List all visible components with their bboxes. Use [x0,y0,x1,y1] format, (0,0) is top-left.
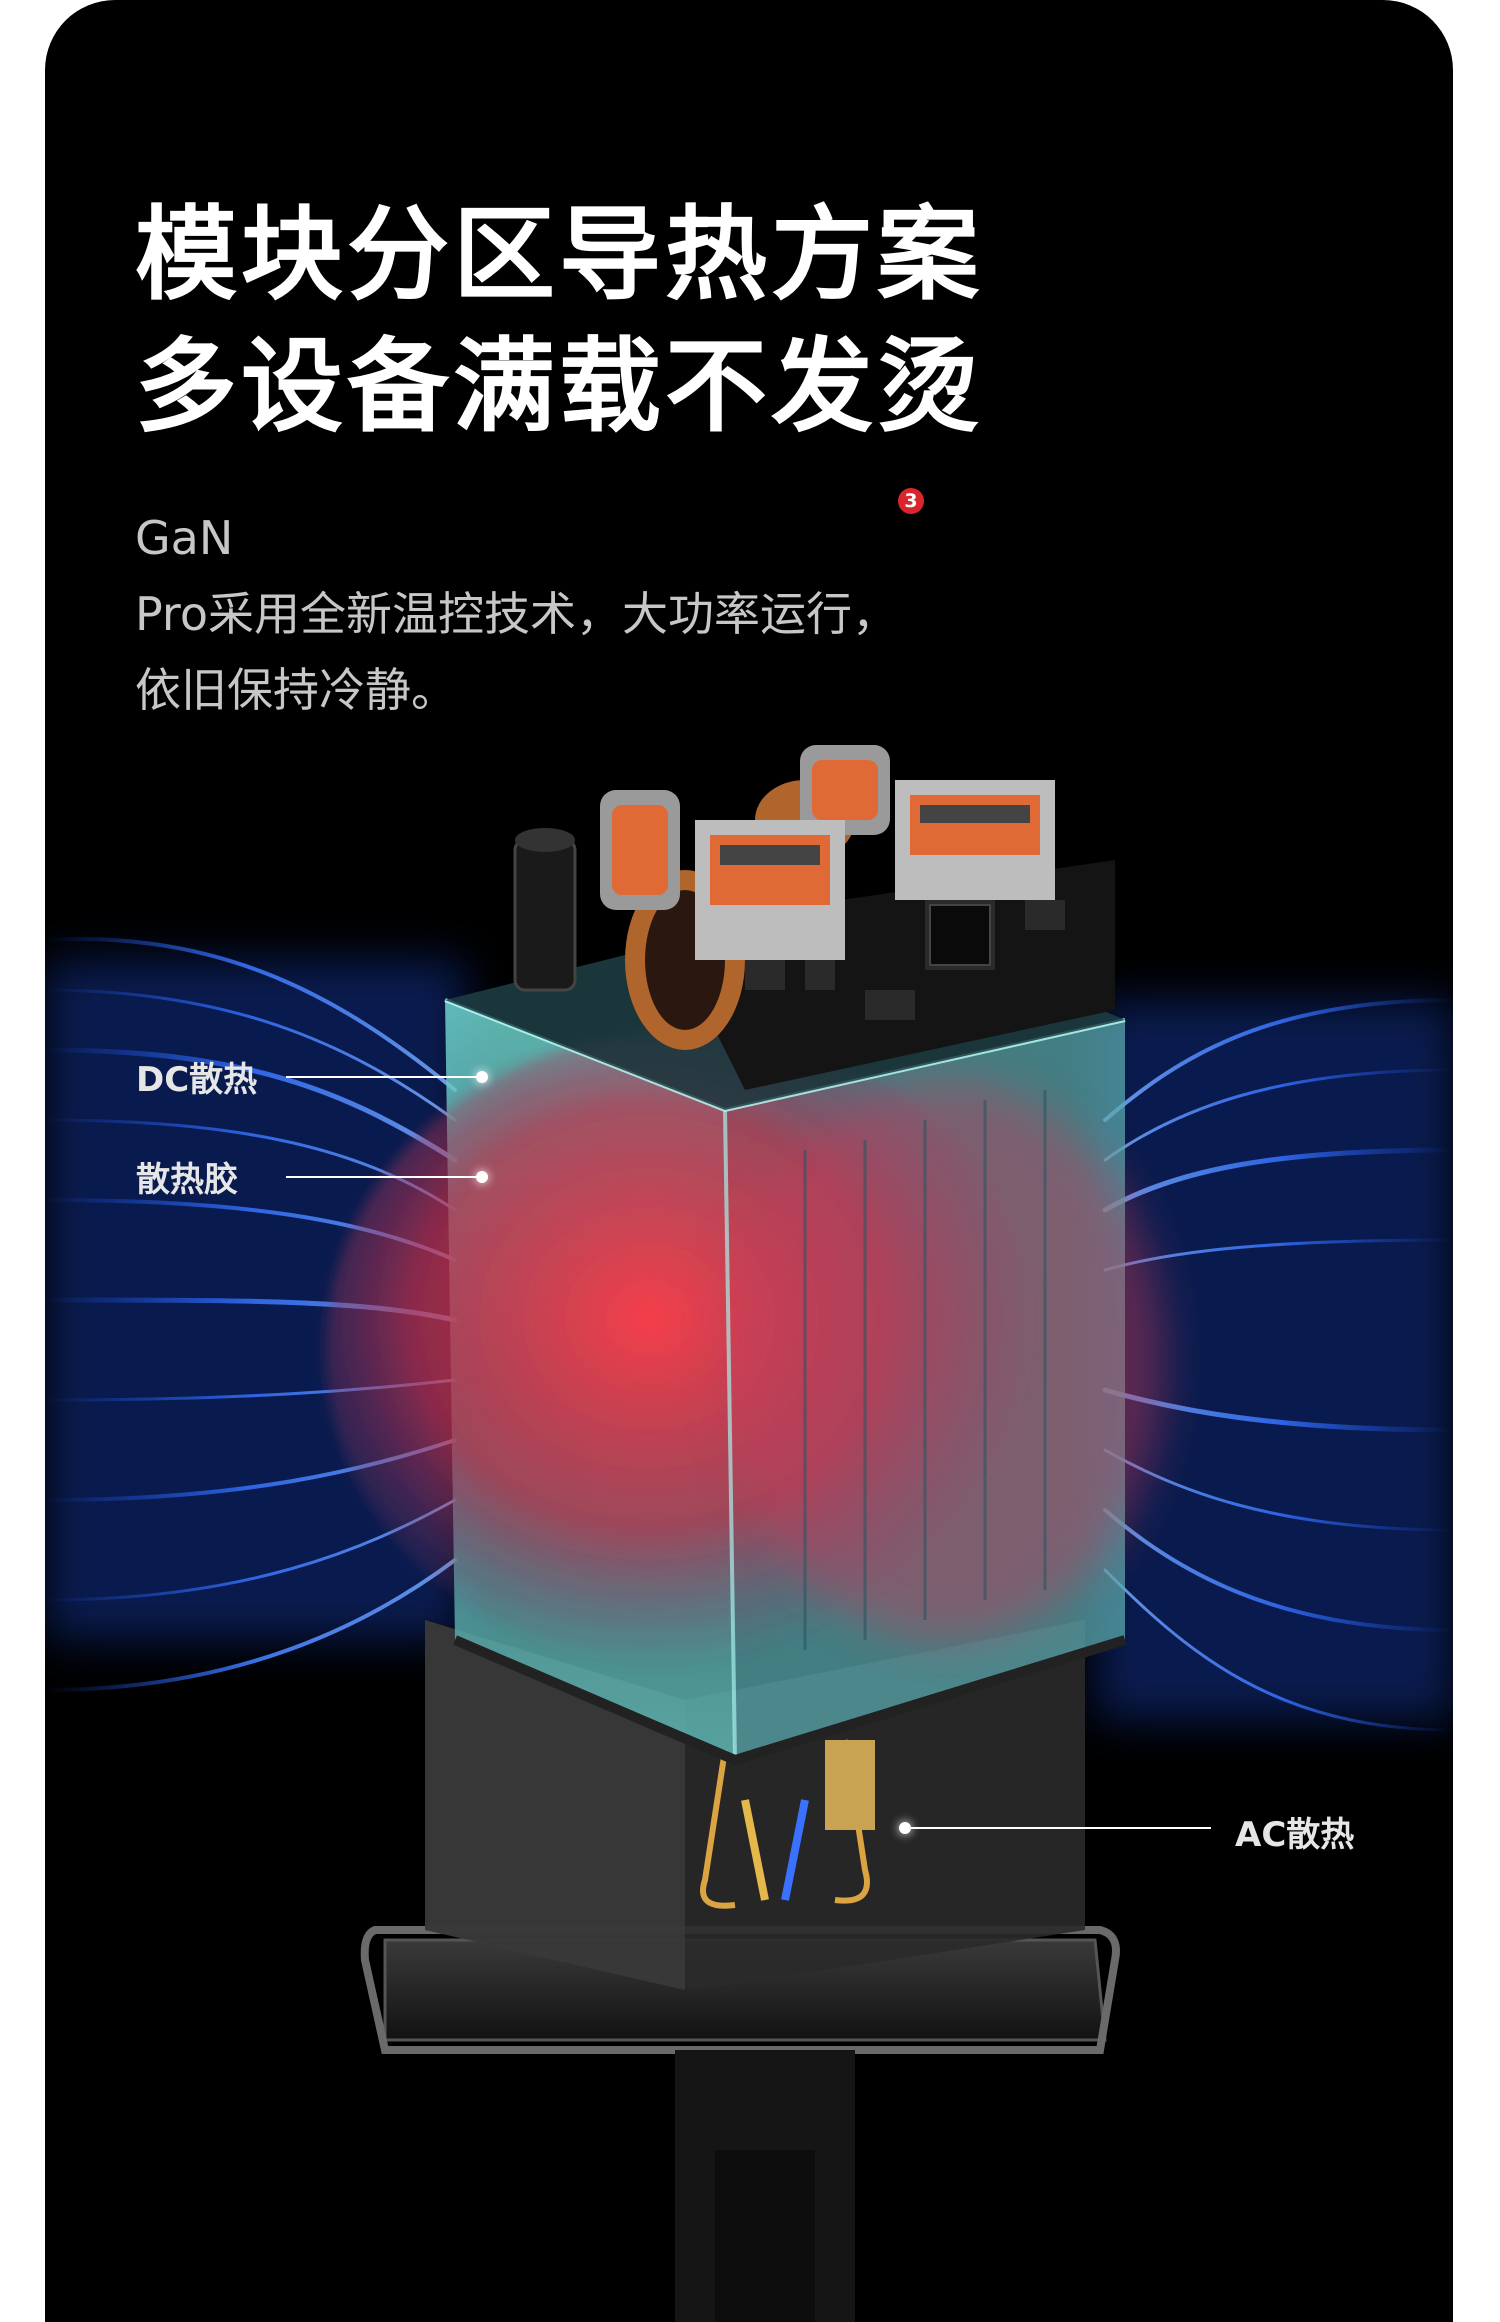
description: GaN 3 Pro采用全新温控技术，大功率运行， 依旧保持冷静。 [135,488,924,728]
headline-line-1: 模块分区导热方案 [135,196,983,315]
callout-glue-leader-line [286,1176,476,1178]
description-line-2: 依旧保持冷静。 [135,663,457,717]
callout-ac-leader-line [911,1827,1211,1829]
callout-ac-heat-dissipation: AC散热 [1235,1815,1355,1855]
description-line-1-text: Pro采用全新温控技术，大功率运行， [135,587,898,641]
gan-brand: GaN 3 [135,488,924,576]
charger-cutaway-illustration [45,745,1453,2322]
callout-dc-leader-line [286,1076,476,1078]
gan-generation-badge: 3 [897,488,924,514]
gan-text: GaN [135,511,234,565]
callout-glue-dot [476,1171,488,1183]
product-banner: 模块分区导热方案 多设备满载不发烫 GaN 3 Pro采用全新温控技术，大功率运… [45,0,1453,2322]
description-line-1: GaN 3 Pro采用全新温控技术，大功率运行， [135,488,924,652]
callout-thermal-glue: 散热胶 [136,1160,238,1200]
callout-dc-dot [476,1071,488,1083]
headline-line-2: 多设备满载不发烫 [135,328,983,447]
callout-ac-dot [899,1822,911,1834]
callout-dc-heat-dissipation: DC散热 [136,1060,258,1100]
headline: 模块分区导热方案 多设备满载不发烫 [135,190,983,454]
